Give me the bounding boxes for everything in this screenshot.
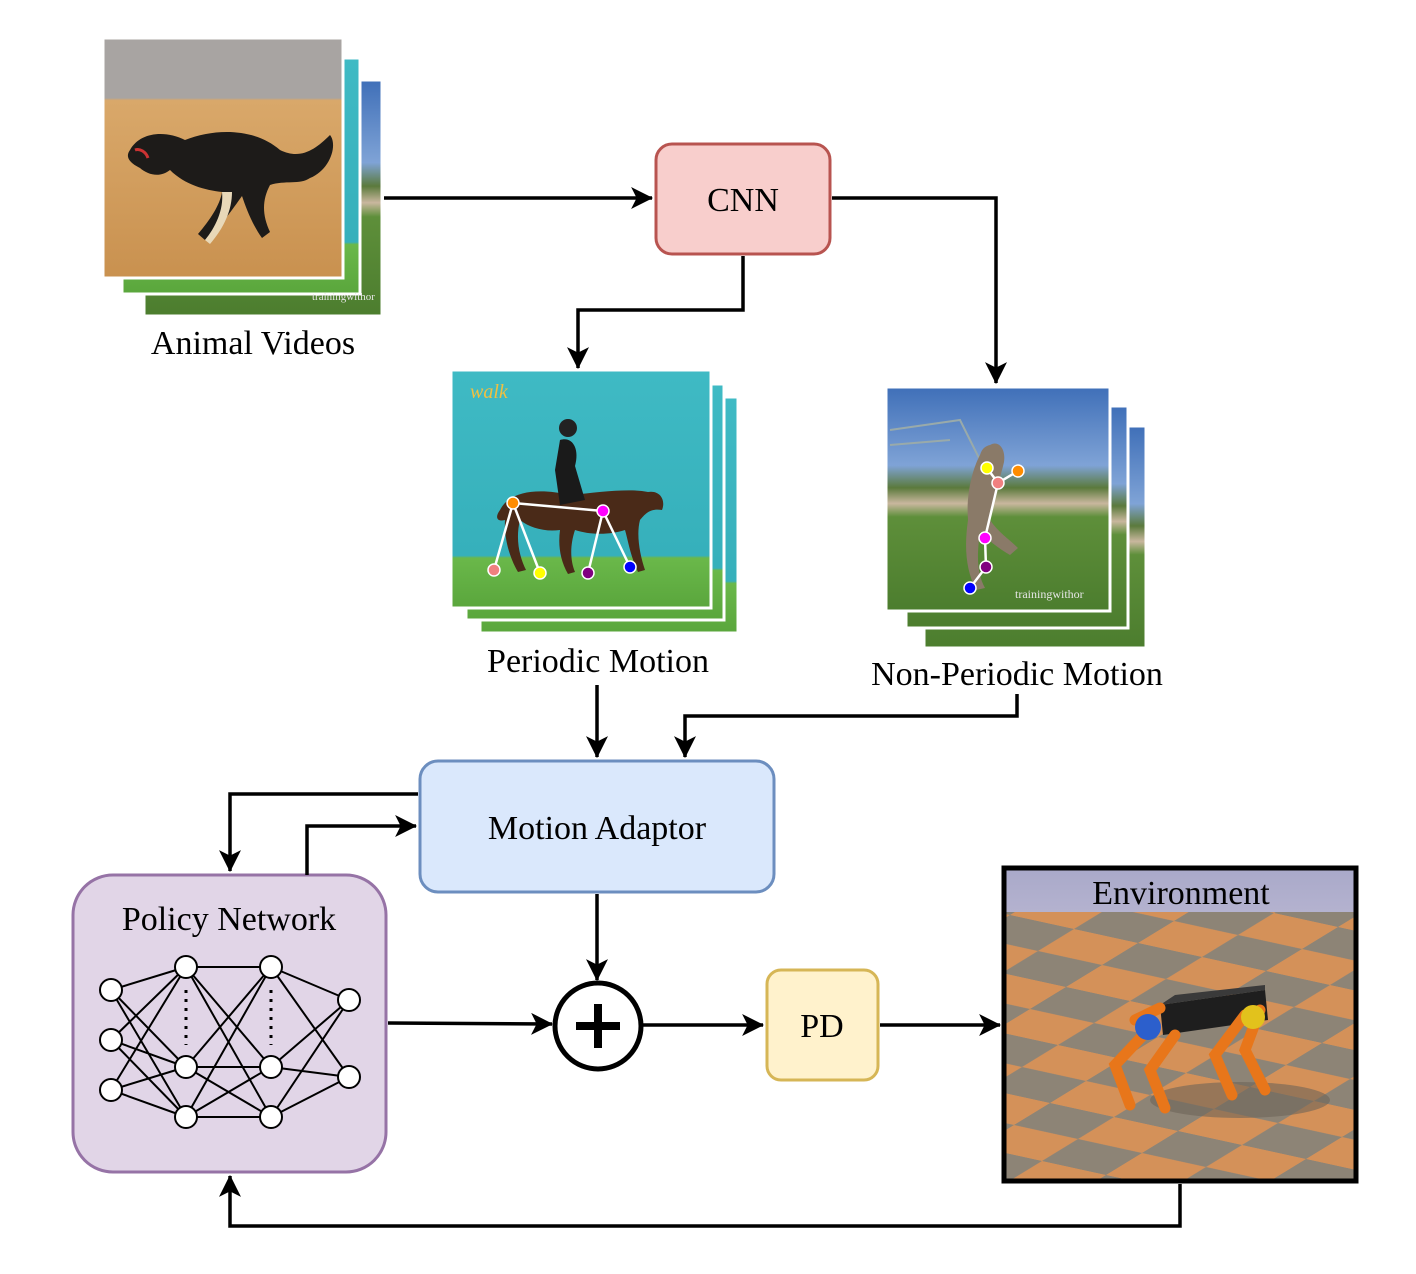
np-keypoint-magenta xyxy=(978,531,992,545)
edge-nonperiodic-to-adaptor xyxy=(674,694,1019,759)
environment-border xyxy=(1001,865,1359,1184)
np-keypoint-yellow xyxy=(980,461,994,475)
keypoint-pink xyxy=(487,563,501,577)
environment-panel: Environment xyxy=(1001,865,1359,1184)
np-keypoint-orange xyxy=(1011,464,1025,478)
pd-box xyxy=(765,968,880,1082)
keypoint-magenta xyxy=(596,504,610,518)
animal-videos-image-stack: trainingwithor xyxy=(101,36,384,318)
cnn-label: CNN xyxy=(707,182,779,219)
edge-policy-to-adaptor xyxy=(305,815,418,875)
periodic-motion-image-stack: walk xyxy=(449,368,740,635)
edge-cnn-to-nonperiodic xyxy=(832,196,1007,385)
neural-network-nodes xyxy=(99,955,361,1129)
periodic-motion-caption: Periodic Motion xyxy=(487,643,709,680)
running-dog-figure xyxy=(127,131,334,244)
periodic-keypoints xyxy=(492,501,632,574)
edge-adaptor-to-policy xyxy=(219,792,418,873)
np-keypoint-blue xyxy=(963,581,977,595)
policy-network-label: Policy Network xyxy=(122,901,336,938)
non-periodic-motion-image-stack: trainingwithor xyxy=(884,385,1148,650)
animal-videos-caption: Animal Videos xyxy=(151,325,355,362)
periodic-overlay-text: walk xyxy=(470,381,509,403)
horse-rider-figure xyxy=(497,419,664,574)
edge-policy-to-sum xyxy=(387,1012,554,1035)
cnn-box xyxy=(654,142,832,256)
keypoint-yellow xyxy=(533,566,547,580)
motion-adaptor-box xyxy=(418,759,776,894)
keypoint-purple xyxy=(581,566,595,580)
edge-cnn-to-periodic xyxy=(567,256,745,370)
keypoint-orange xyxy=(506,496,520,510)
np-keypoint-pink xyxy=(991,476,1005,490)
connectors xyxy=(219,187,1182,1228)
quadruped-robot-figure xyxy=(1108,985,1330,1118)
keypoint-blue xyxy=(623,560,637,574)
non-periodic-motion-caption: Non-Periodic Motion xyxy=(871,656,1163,693)
motion-adaptor-label: Motion Adaptor xyxy=(488,810,707,847)
plus-icon xyxy=(576,1004,620,1048)
pd-label: PD xyxy=(800,1008,843,1045)
nonperiodic-frame-front xyxy=(884,385,1112,613)
edge-environment-to-policy xyxy=(219,1174,1182,1228)
neural-network-icon xyxy=(110,966,350,1118)
environment-label: Environment xyxy=(1092,875,1270,912)
animal-videos-watermark: trainingwithor xyxy=(312,291,375,303)
nonperiodic-watermark: trainingwithor xyxy=(1015,587,1084,601)
np-keypoint-purple xyxy=(979,560,993,574)
